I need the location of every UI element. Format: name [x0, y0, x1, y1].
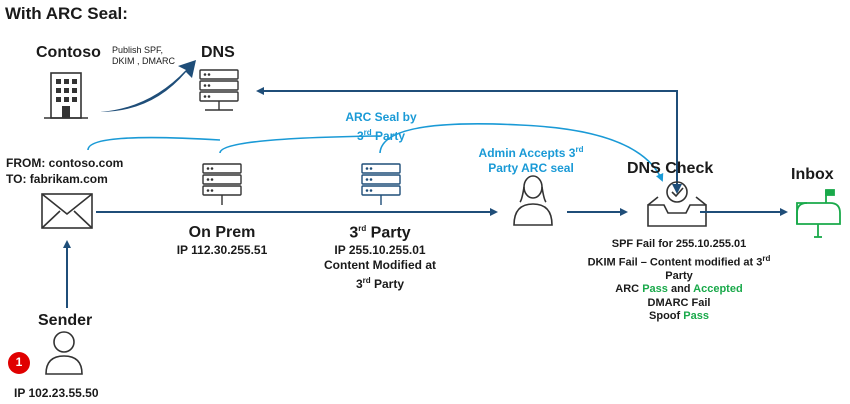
admin-accepts-label: Admin Accepts 3rd Party ARC seal — [478, 145, 584, 175]
admin-person-icon — [513, 175, 553, 226]
on-prem-server-icon — [202, 163, 242, 205]
step-badge-number: 1 — [15, 355, 23, 369]
dns-label: DNS — [201, 44, 235, 61]
on-prem-ip: IP 112.30.255.51 — [176, 243, 268, 257]
dns-server-icon — [199, 69, 239, 111]
dns-return-arrow — [256, 87, 678, 190]
arc-seal-curve-right — [379, 123, 664, 182]
diagram-title: With ARC Seal: — [5, 4, 128, 23]
third-party-label: 3rd Party — [349, 224, 411, 242]
building-icon — [44, 72, 88, 119]
dns-check-down-arrowhead — [672, 184, 682, 194]
mailbox-icon — [796, 189, 841, 238]
third-party-server-icon — [361, 163, 401, 205]
arc-seal-curve-mid — [219, 135, 381, 154]
step-badge — [8, 352, 30, 374]
dns-check-tray-icon — [647, 181, 707, 227]
sender-label: Sender — [38, 312, 93, 329]
from-to-label: FROM: contoso.com TO: fabrikam.com — [6, 156, 124, 186]
sender-ip: IP 102.23.55.50 — [14, 386, 99, 400]
publish-arrow — [100, 60, 196, 112]
inbox-label: Inbox — [791, 166, 834, 183]
arc-seal-curve-left — [87, 136, 221, 151]
arc-seal-label: ARC Seal by 3rd Party — [345, 110, 417, 143]
sender-person-icon — [45, 331, 83, 375]
arc-accepted-text: Accepted — [693, 283, 743, 296]
dns-check-results: SPF Fail for 255.10.255.01 DKIM Fail – C… — [587, 238, 771, 323]
spoof-pass-text: Pass — [683, 310, 709, 323]
arc-pass-text: Pass — [642, 283, 668, 296]
publish-text: Publish SPF, DKIM , DMARC — [112, 45, 175, 66]
third-party-details: IP 255.10.255.01 Content Modified at 3rd… — [324, 243, 436, 291]
envelope-icon — [41, 193, 93, 229]
dns-check-label: DNS Check — [627, 160, 714, 177]
contoso-label: Contoso — [36, 44, 101, 61]
on-prem-label: On Prem — [188, 224, 256, 241]
